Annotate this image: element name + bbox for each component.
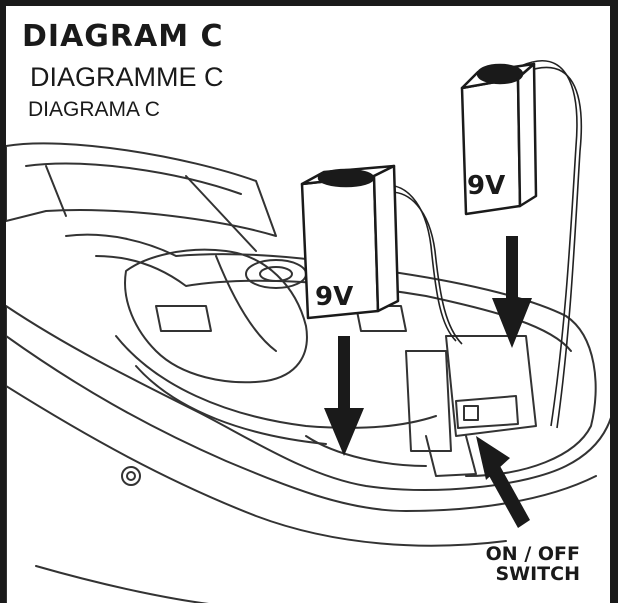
battery-2-wire <box>520 60 578 427</box>
switch-housing <box>445 335 537 437</box>
diagram-title-french: DIAGRAMME C <box>30 62 224 92</box>
diagram-title-spanish: DIAGRAMA C <box>28 98 160 121</box>
battery-1-wire <box>373 184 457 342</box>
switch-label-line2: SWITCH <box>495 563 580 585</box>
switch-label-line1: ON / OFF <box>485 543 580 565</box>
battery-1-label: 9V <box>315 282 353 312</box>
battery-1 <box>300 164 400 320</box>
insert-arrow-1 <box>324 336 364 456</box>
screw-hole <box>121 466 141 486</box>
funnel-cup <box>124 248 308 384</box>
battery-2-label: 9V <box>467 171 505 201</box>
insert-arrow-2 <box>492 236 532 348</box>
device-illustration: 9V 9V <box>6 60 610 603</box>
tray-rim <box>65 233 597 477</box>
device-housing-outline <box>6 305 610 603</box>
device-handle <box>6 142 277 237</box>
diagram-title: DIAGRAM C <box>22 19 224 54</box>
switch-callout-arrow <box>476 436 530 528</box>
battery-2 <box>460 62 538 216</box>
